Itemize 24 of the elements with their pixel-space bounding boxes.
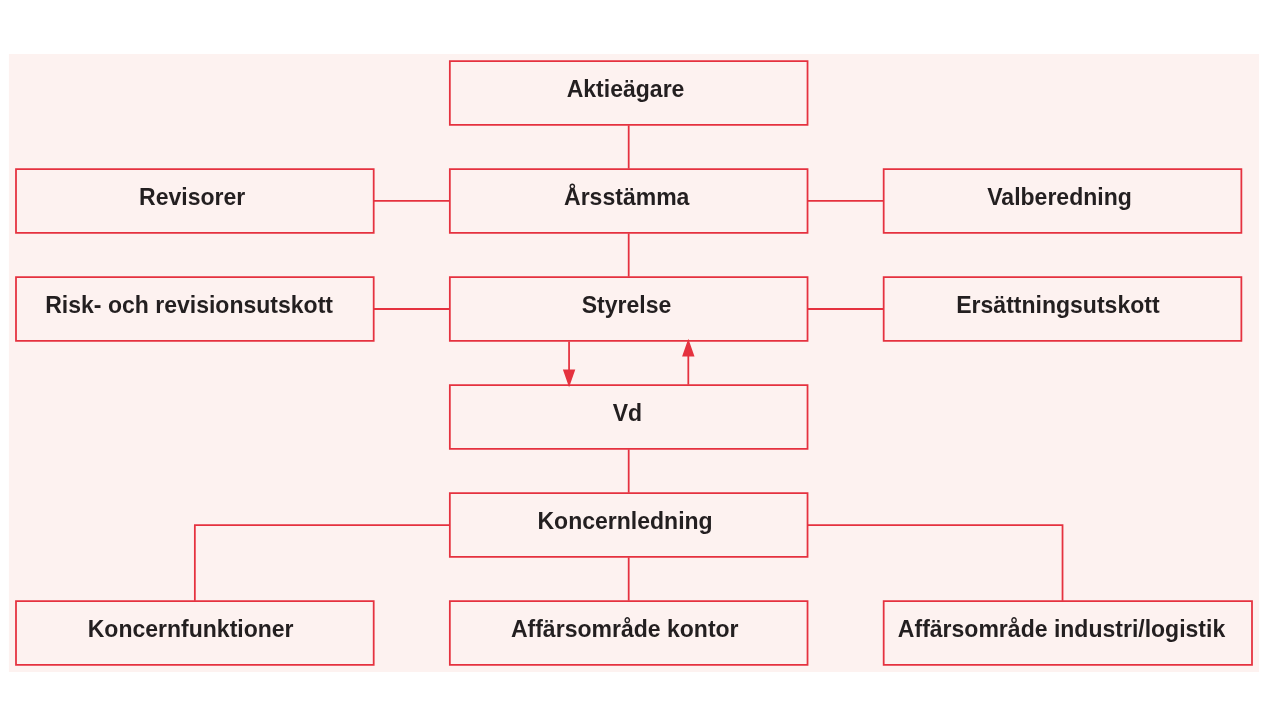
connector	[627, 448, 630, 494]
node-box: Koncernledning	[448, 492, 809, 558]
arrow	[562, 340, 576, 388]
node-box: Styrelse	[448, 276, 809, 342]
connector	[193, 524, 451, 602]
connector	[627, 232, 630, 278]
node-box: Ersättningsutskott	[882, 276, 1243, 342]
node-box: Risk- och revisionsutskott	[15, 276, 375, 342]
connector	[372, 200, 451, 202]
node-box: Koncernfunktioner	[15, 600, 375, 666]
node-box: Affärsområde kontor	[448, 600, 809, 666]
node-box: Aktieägare	[448, 60, 809, 126]
connector	[806, 200, 885, 202]
connector	[806, 308, 885, 310]
connector	[627, 124, 630, 170]
connector	[627, 556, 630, 602]
node-box: Vd	[448, 384, 809, 450]
node-box: Revisorer	[15, 168, 375, 234]
connector	[372, 308, 451, 310]
node-box: Valberedning	[882, 168, 1243, 234]
arrow	[682, 338, 695, 386]
connector	[806, 524, 1064, 602]
node-box: Årsstämma	[448, 168, 809, 234]
node-box: Affärsområde industri/logistik	[882, 600, 1253, 666]
